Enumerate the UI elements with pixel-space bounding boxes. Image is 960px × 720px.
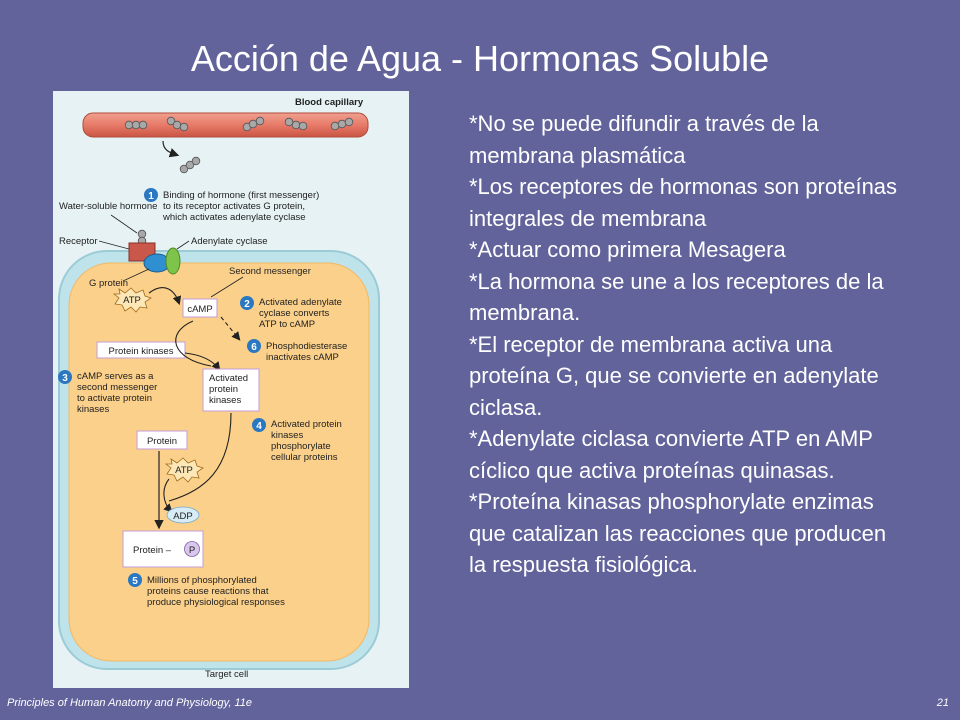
protein-kinases-label: Protein kinases [109,346,174,357]
atp-burst-2: ATP [164,457,204,483]
activated-protein-kinases-label: Activated protein kinases [209,373,251,406]
bullet-7: *Proteína kinasas phosphorylate enzimas … [469,489,887,577]
bullet-4: *La hormona se une a los receptores de l… [469,268,884,326]
camp-label: cAMP [187,304,212,315]
svg-text:cAMP serves as a: cAMP serves as a [77,371,154,382]
svg-text:Binding of hormone (first mess: Binding of hormone (first messenger) [163,190,319,201]
svg-text:1: 1 [148,191,154,202]
svg-text:Millions of phosphorylated: Millions of phosphorylated [147,575,257,586]
svg-text:Activated adenylate: Activated adenylate [259,297,342,308]
svg-text:proteins cause reactions that: proteins cause reactions that [147,586,269,597]
slide-title: Acción de Agua - Hormonas Soluble [190,38,770,79]
bullet-1: *No se puede difundir a través de la mem… [469,111,819,168]
bullet-2: *Los receptores de hormonas son proteína… [469,174,898,231]
g-protein-label: G protein [89,278,128,289]
adp-label: ADP [173,511,193,522]
svg-text:to its receptor activates G pr: to its receptor activates G protein, [163,201,305,212]
step-5: 5 Millions of phosphorylated proteins ca… [128,573,285,608]
bullet-6: *Adenylate ciclasa convierte ATP en AMP … [469,426,873,483]
protein-box [136,430,188,450]
bullet-3: *Actuar como primera Mesagera [469,237,786,262]
diffusion-arrow [162,140,180,158]
svg-text:5: 5 [132,576,138,587]
adenylate-cyclase [165,247,181,275]
activated-protein-kinases-box [202,368,260,412]
step-2: 2 Activated adenylate cyclase converts A… [240,296,342,330]
step-1: 1 Binding of hormone (first messenger) t… [144,188,319,223]
adp-bubble [166,506,200,524]
svg-text:Phosphodiesterase: Phosphodiesterase [266,341,347,352]
svg-text:inactivates cAMP: inactivates cAMP [266,352,339,363]
svg-text:4: 4 [256,421,262,432]
svg-text:cyclase converts: cyclase converts [259,308,329,319]
svg-text:kinases: kinases [77,404,109,415]
protein-label: Protein [147,436,177,447]
svg-text:P: P [189,545,195,556]
water-soluble-hormone-label: Water-soluble hormone [59,201,157,212]
bullet-list: *No se puede difundir a través de la mem… [469,108,909,581]
receptor-label: Receptor [59,236,98,247]
diagram-svg: Blood capillary Water-soluble hormone Re… [58,97,380,680]
svg-text:6: 6 [251,342,257,353]
svg-text:phosphorylate: phosphorylate [271,441,331,452]
svg-text:Activated protein: Activated protein [271,419,342,430]
svg-text:ATP: ATP [175,465,193,476]
target-cell-label: Target cell [205,669,248,680]
blood-capillary [82,112,369,138]
step-6: 6 Phosphodiesterase inactivates cAMP [247,339,347,363]
svg-text:2: 2 [244,299,250,310]
svg-text:which activates adenylate cycl: which activates adenylate cyclase [162,212,306,223]
step-3: 3 cAMP serves as a second messenger to a… [58,370,157,415]
svg-text:ATP: ATP [123,295,141,306]
phosphate-icon [184,541,200,557]
svg-text:3: 3 [62,373,68,384]
svg-text:kinases: kinases [271,430,303,441]
bullet-5: *El receptor de membrana activa una prot… [469,331,879,420]
adenylate-cyclase-label: Adenylate cyclase [191,236,268,247]
step-4: 4 Activated protein kinases phosphorylat… [252,418,342,463]
blood-capillary-label: Blood capillary [295,97,364,108]
svg-text:ATP to cAMP: ATP to cAMP [259,319,315,330]
second-messenger-label: Second messenger [229,266,311,277]
protein-p-label: Protein – [133,545,172,556]
camp-box [182,298,218,318]
slide-number: 21 [936,697,949,709]
footer-source: Principles of Human Anatomy and Physiolo… [7,697,252,709]
svg-text:cellular proteins: cellular proteins [271,452,338,463]
protein-kinases-box [96,341,186,359]
svg-text:second messenger: second messenger [77,382,157,393]
hormone-action-diagram: Blood capillary Water-soluble hormone Re… [53,91,409,688]
atp-burst-1: ATP [112,287,152,313]
svg-text:produce physiological response: produce physiological responses [147,597,285,608]
svg-text:to activate protein: to activate protein [77,393,152,404]
